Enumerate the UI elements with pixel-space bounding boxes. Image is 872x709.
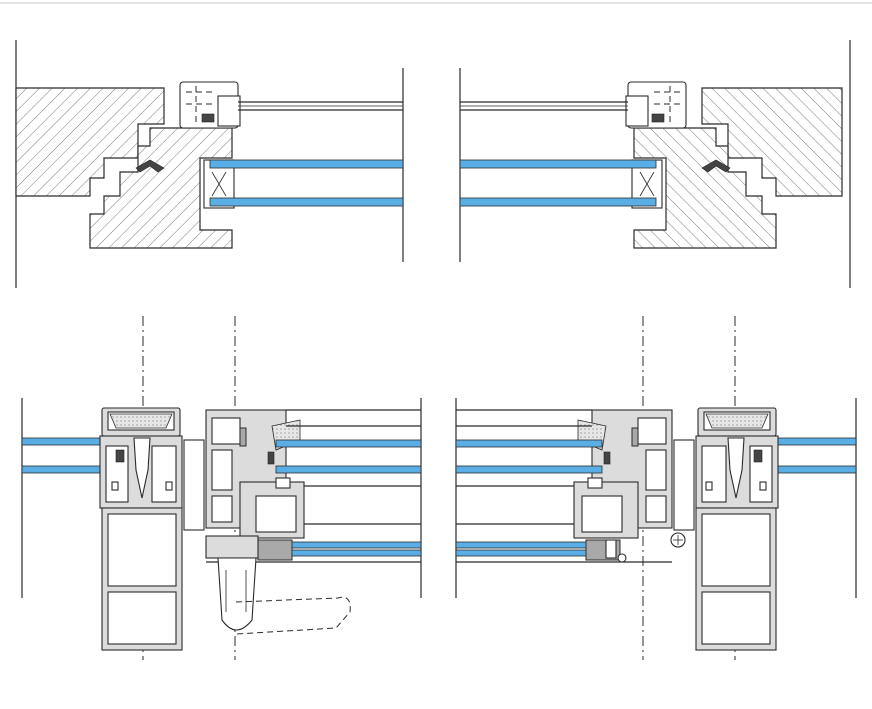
- glass-pane-outer: [459, 159, 657, 169]
- screw: [759, 481, 767, 491]
- sash-glass-inner: [275, 465, 422, 474]
- screw: [165, 481, 173, 491]
- insulation-strip: [705, 413, 769, 429]
- sash-glass-inner: [455, 465, 603, 474]
- mullion-hollow: [107, 591, 177, 645]
- masonry-wall: [15, 87, 165, 197]
- screw: [111, 481, 119, 491]
- handle-swing-path: [235, 596, 351, 635]
- secondary-glass: [291, 541, 422, 549]
- glazing-bead: [275, 477, 291, 489]
- gasket: [239, 427, 247, 447]
- glass-pane-inner: [459, 197, 657, 207]
- frame-chamber: [637, 417, 667, 445]
- mullion-hollow: [701, 591, 771, 645]
- secondary-glass: [455, 541, 587, 549]
- hinge-pin-icon: [617, 553, 627, 563]
- wooden-frame: [633, 127, 777, 249]
- insulation-strip: [109, 413, 173, 429]
- screw: [705, 481, 713, 491]
- secondary-glass: [455, 549, 587, 557]
- weather-seal: [135, 159, 165, 173]
- mullion-chamber: [701, 445, 727, 503]
- mullion-hollow: [107, 513, 177, 587]
- frame-chamber: [211, 417, 241, 445]
- hardware-fitting: [201, 113, 215, 123]
- aluminium-window-section-left: [21, 316, 422, 660]
- frame-chamber: [645, 449, 667, 491]
- glazing-gasket: [267, 451, 275, 465]
- wooden-frame: [89, 127, 233, 249]
- wood-window-section-right: [459, 40, 851, 288]
- glass-pane-inner: [209, 197, 404, 207]
- thermal-break: [133, 437, 151, 499]
- spacer-cross: [639, 171, 655, 197]
- handle-base: [205, 535, 259, 559]
- sash-glass-outer: [455, 439, 603, 448]
- mullion-hollow: [701, 513, 771, 587]
- frame-chamber: [211, 495, 233, 523]
- frame-connector: [183, 439, 205, 531]
- frame-chamber: [645, 495, 667, 523]
- spacer-cross: [211, 171, 227, 197]
- sash-rebate: [217, 95, 241, 127]
- secondary-glass: [291, 549, 422, 557]
- glass-pane-outer: [209, 159, 404, 169]
- mullion-chamber: [151, 445, 177, 503]
- frame-chamber: [211, 449, 233, 491]
- sash-glass-outer: [275, 439, 422, 448]
- handle-icon: [217, 557, 257, 631]
- glazing-bead: [587, 477, 603, 489]
- sash-chamber: [255, 495, 297, 533]
- glazing-gasket: [115, 449, 125, 463]
- secondary-frame: [257, 539, 293, 561]
- glazing-gasket: [753, 449, 763, 463]
- gasket: [631, 427, 639, 447]
- wood-window-section-left: [15, 40, 404, 288]
- sash-chamber: [581, 495, 623, 533]
- frame-connector: [673, 439, 695, 531]
- hardware-fitting: [651, 113, 665, 123]
- glazing-gasket: [603, 451, 611, 465]
- hinge-leaf: [605, 539, 617, 559]
- weather-seal: [701, 159, 731, 173]
- sash-rebate: [625, 95, 649, 127]
- masonry-wall: [701, 87, 843, 197]
- aluminium-window-section-right: [455, 316, 857, 660]
- thermal-break: [727, 437, 745, 499]
